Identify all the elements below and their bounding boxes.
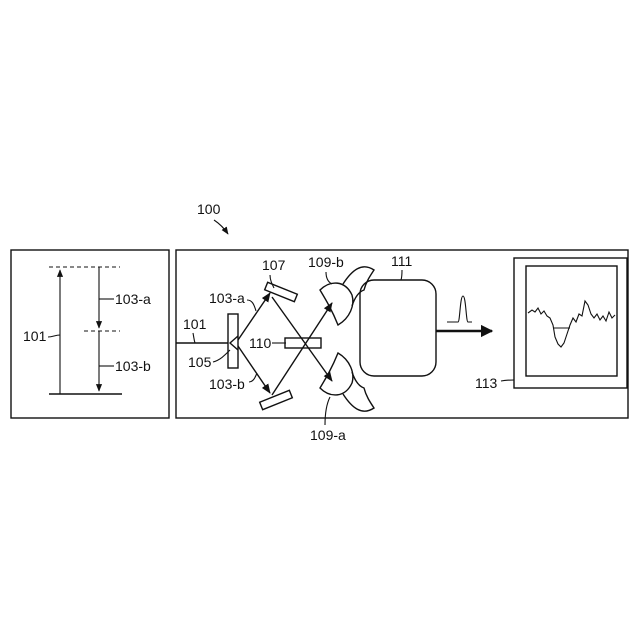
label-101-source: 101 <box>183 316 207 332</box>
label-105: 105 <box>188 354 212 370</box>
label-113: 113 <box>475 375 498 391</box>
leader-113 <box>501 380 514 381</box>
label-103b-levels: 103-b <box>115 358 151 374</box>
lens-109b <box>320 283 353 325</box>
splitter-wedge <box>230 336 238 350</box>
beam-cross-down <box>272 297 332 381</box>
label-101-levels: 101 <box>23 328 47 344</box>
mirror-107 <box>265 282 298 301</box>
beam-cross-up <box>272 303 332 395</box>
leader-101-source <box>193 333 195 343</box>
leader-103b-beam <box>249 373 257 382</box>
label-107: 107 <box>262 257 286 273</box>
light-guide-lower <box>343 372 374 411</box>
label-103a-beam: 103-a <box>209 290 245 306</box>
mirror-lower <box>260 390 293 409</box>
leader-103a-beam <box>247 300 256 311</box>
leader-109b <box>326 272 332 284</box>
pulse-waveform <box>447 296 472 322</box>
label-110: 110 <box>249 335 272 351</box>
label-100: 100 <box>197 201 221 217</box>
lens-109a <box>320 353 353 395</box>
detector-111 <box>360 280 436 376</box>
leader-111 <box>401 270 402 280</box>
light-guide-upper <box>343 267 374 306</box>
label-111: 111 <box>391 253 412 269</box>
leader-101-levels <box>48 335 60 337</box>
leader-107 <box>270 275 274 288</box>
label-109b: 109-b <box>308 254 344 270</box>
label-103b-beam: 103-b <box>209 376 245 392</box>
leader-100 <box>214 220 228 234</box>
leader-109a <box>325 397 330 425</box>
spectrum-trace <box>528 301 615 347</box>
label-103a-levels: 103-a <box>115 291 151 307</box>
label-109a: 109-a <box>310 427 346 443</box>
